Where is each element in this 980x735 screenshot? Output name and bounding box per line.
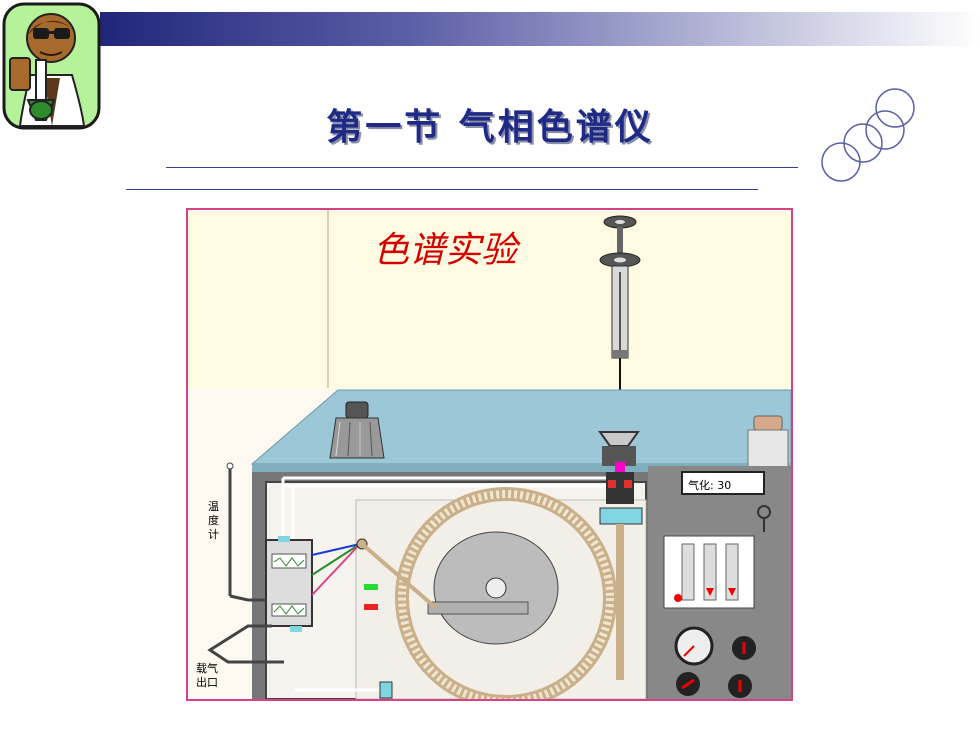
vaporize-readout: 气化: 30	[688, 478, 731, 492]
detector-block-icon	[265, 536, 313, 632]
thermometer-label-1: 温	[208, 500, 219, 513]
column-coil-icon	[395, 487, 617, 699]
vial-icon	[747, 415, 789, 469]
carrier-outlet-label-2: 出口	[196, 675, 218, 689]
chromatograph-illustration: 色谱实验	[188, 210, 791, 699]
thermometer-icon	[226, 462, 266, 602]
title-divider-upper	[166, 167, 798, 168]
bottle-icon	[329, 401, 385, 459]
title-divider-lower	[126, 189, 758, 190]
banner-text: 色谱实验	[373, 230, 521, 271]
syringe-icon	[599, 215, 641, 408]
scientist-logo-icon	[2, 2, 101, 130]
carrier-outlet-label-1: 载气	[196, 661, 218, 675]
thermometer-label-3: 计	[208, 528, 219, 541]
gas-chromatograph-diagram: 色谱实验	[186, 208, 793, 701]
header-gradient-bar	[100, 12, 980, 46]
decorative-circles-icon	[821, 88, 915, 182]
thermometer-label-2: 度	[208, 513, 219, 527]
injector-port-icon	[598, 431, 643, 525]
slide-title: 第一节 气相色谱仪	[326, 106, 654, 148]
